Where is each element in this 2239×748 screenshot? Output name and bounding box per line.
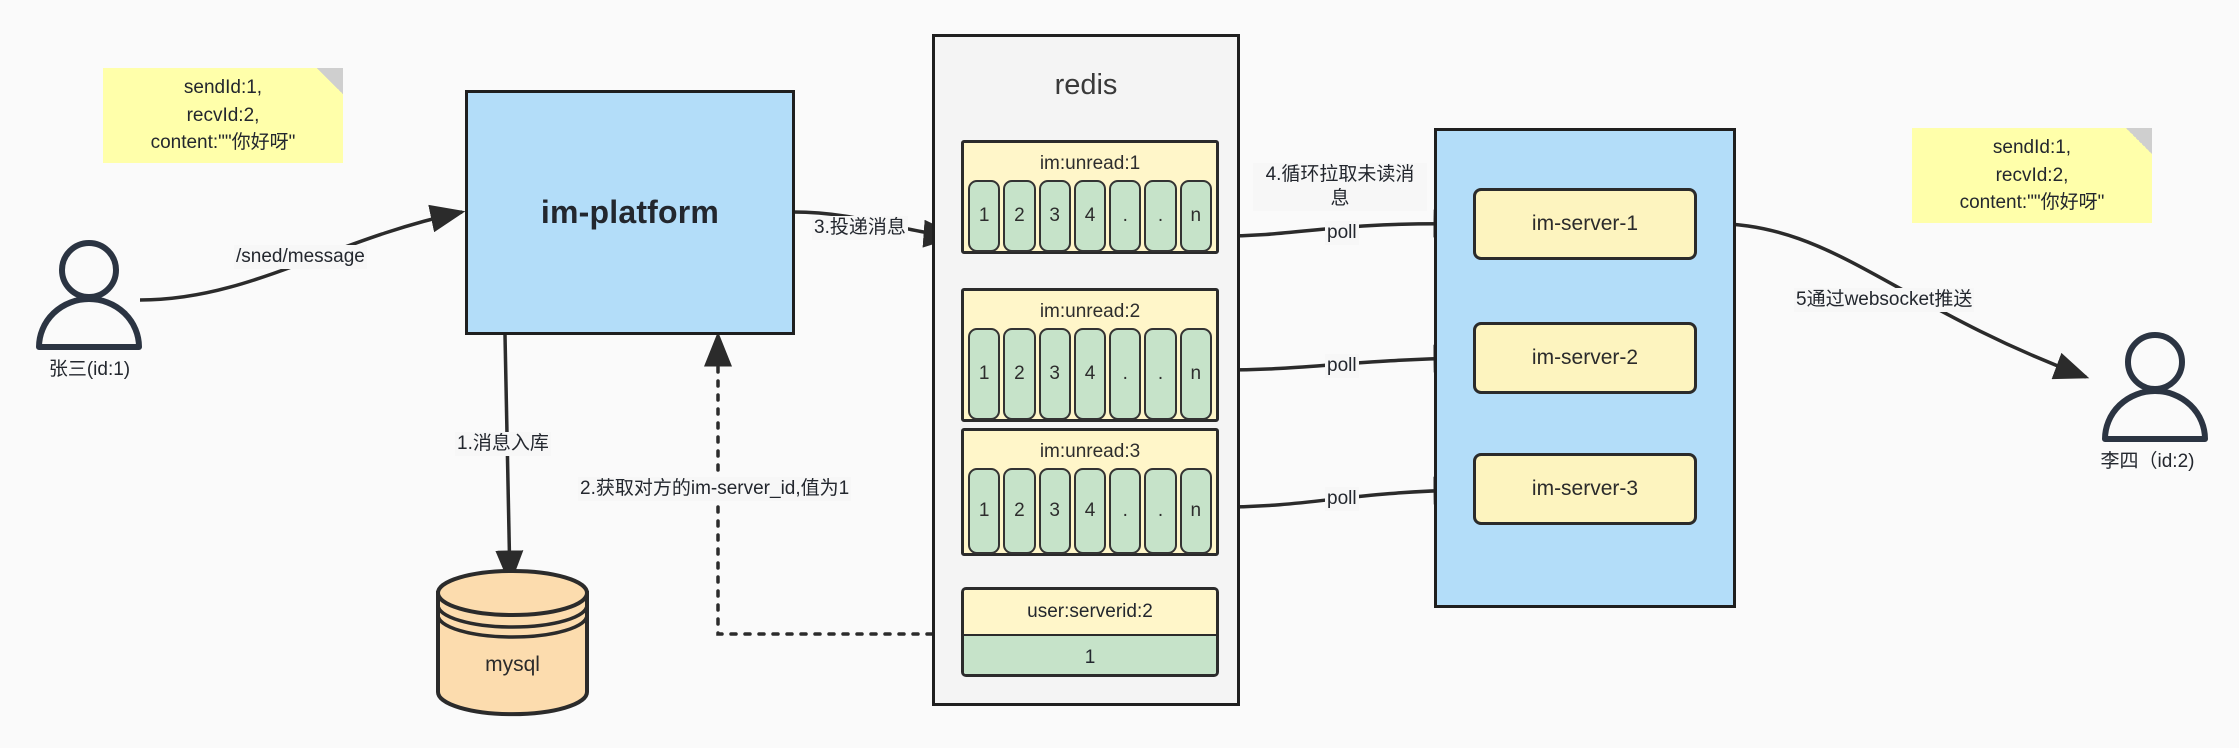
actor-sender-label: 张三(id:1) bbox=[48, 359, 131, 380]
database-cylinder-icon bbox=[436, 569, 589, 717]
node-im-server-2-label: im-server-2 bbox=[1531, 346, 1639, 369]
actor-receiver: 李四（id:2) bbox=[2088, 330, 2223, 472]
actor-receiver-label: 李四（id:2) bbox=[2100, 451, 2195, 472]
queue-cell[interactable]: 4 bbox=[1073, 328, 1107, 420]
redis-queue-2-cells: 1 2 3 4 . . n bbox=[964, 328, 1216, 420]
queue-cell[interactable]: . bbox=[1109, 180, 1142, 252]
edge-label-poll-1: poll bbox=[1325, 221, 1359, 245]
person-icon bbox=[2102, 332, 2208, 442]
queue-cell[interactable]: 1 bbox=[968, 468, 1001, 554]
redis-kv-key: user:serverid:2 bbox=[964, 590, 1216, 634]
queue-cell[interactable]: . bbox=[1109, 468, 1142, 554]
queue-cell[interactable]: n bbox=[1179, 180, 1212, 252]
redis-queue-im-unread-2[interactable]: im:unread:2 1 2 3 4 . . n bbox=[961, 288, 1219, 422]
edge-label-step2: 2.获取对方的im-server_id,值为1 bbox=[578, 477, 852, 501]
queue-cell[interactable]: . bbox=[1144, 468, 1177, 554]
node-im-server-3-label: im-server-3 bbox=[1531, 477, 1639, 500]
node-mysql[interactable]: mysql bbox=[430, 565, 595, 720]
queue-cell[interactable]: n bbox=[1179, 468, 1212, 554]
redis-queue-3-key: im:unread:3 bbox=[1039, 441, 1141, 462]
edge-label-send-message: /sned/message bbox=[234, 245, 367, 269]
redis-queue-3-cells: 1 2 3 4 . . n bbox=[964, 468, 1216, 554]
queue-cell[interactable]: . bbox=[1144, 180, 1177, 252]
person-icon bbox=[36, 240, 142, 350]
node-im-server-2[interactable]: im-server-2 bbox=[1473, 322, 1697, 394]
queue-cell[interactable]: 1 bbox=[968, 180, 1001, 252]
node-im-server-3[interactable]: im-server-3 bbox=[1473, 453, 1697, 525]
queue-cell[interactable]: 2 bbox=[1003, 180, 1036, 252]
redis-kv-user-serverid[interactable]: user:serverid:2 1 bbox=[961, 587, 1219, 677]
redis-title: redis bbox=[1054, 69, 1118, 101]
redis-queue-1-key: im:unread:1 bbox=[1039, 153, 1141, 174]
queue-cell[interactable]: 4 bbox=[1073, 180, 1107, 252]
note-left-message: sendId:1, recvId:2, content:""你好呀" bbox=[103, 68, 343, 163]
edge-label-step5: 5通过websocket推送 bbox=[1794, 288, 1975, 312]
note-fold-corner bbox=[317, 68, 343, 94]
actor-sender: 张三(id:1) bbox=[22, 238, 157, 380]
node-im-server-1[interactable]: im-server-1 bbox=[1473, 188, 1697, 260]
queue-cell[interactable]: 3 bbox=[1038, 328, 1071, 420]
queue-cell[interactable]: 2 bbox=[1003, 468, 1036, 554]
node-im-server-1-label: im-server-1 bbox=[1531, 212, 1639, 235]
queue-cell[interactable]: 1 bbox=[968, 328, 1001, 420]
redis-queue-1-cells: 1 2 3 4 . . n bbox=[964, 180, 1216, 252]
queue-cell[interactable]: . bbox=[1144, 328, 1177, 420]
edge-label-poll-3: poll bbox=[1325, 487, 1359, 511]
redis-queue-im-unread-1[interactable]: im:unread:1 1 2 3 4 . . n bbox=[961, 140, 1219, 254]
edge-label-step4: 4.循环拉取未读消 息 bbox=[1253, 163, 1427, 211]
node-im-platform-label: im-platform bbox=[540, 194, 720, 230]
redis-queue-2-key: im:unread:2 bbox=[1039, 301, 1141, 322]
edge-label-step1: 1.消息入库 bbox=[455, 432, 551, 456]
edge-label-poll-2: poll bbox=[1325, 354, 1359, 378]
queue-cell[interactable]: n bbox=[1179, 328, 1212, 420]
node-im-platform[interactable]: im-platform bbox=[465, 90, 795, 335]
queue-cell[interactable]: 2 bbox=[1003, 328, 1036, 420]
redis-queue-im-unread-3[interactable]: im:unread:3 1 2 3 4 . . n bbox=[961, 428, 1219, 556]
queue-cell[interactable]: . bbox=[1109, 328, 1142, 420]
note-right-message: sendId:1, recvId:2, content:""你好呀" bbox=[1912, 128, 2152, 223]
edge-label-step3: 3.投递消息 bbox=[812, 216, 908, 240]
note-right-text: sendId:1, recvId:2, content:""你好呀" bbox=[1959, 137, 2105, 214]
redis-kv-value: 1 bbox=[964, 634, 1216, 674]
queue-cell[interactable]: 4 bbox=[1073, 468, 1107, 554]
note-fold-corner bbox=[2126, 128, 2152, 154]
note-left-text: sendId:1, recvId:2, content:""你好呀" bbox=[150, 77, 296, 154]
edge-message-persist bbox=[495, 334, 524, 586]
queue-cell[interactable]: 3 bbox=[1038, 180, 1071, 252]
queue-cell[interactable]: 3 bbox=[1038, 468, 1071, 554]
node-mysql-label: mysql bbox=[485, 653, 540, 676]
